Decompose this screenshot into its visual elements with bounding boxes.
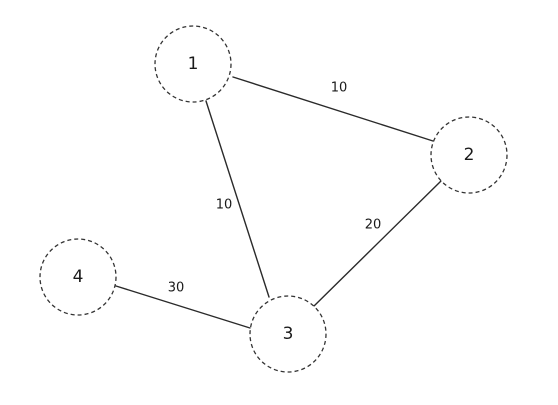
node-4-label: 4	[73, 267, 84, 287]
node-2-label: 2	[464, 145, 475, 165]
node-1-circle	[154, 25, 232, 103]
edge-label-2-3: 20	[365, 218, 382, 233]
node-3-label: 3	[283, 324, 294, 344]
node-3[interactable]: 3	[249, 295, 327, 373]
node-4-circle	[39, 238, 117, 316]
edge-1-2	[232, 76, 434, 142]
edge-label-1-3: 10	[216, 198, 233, 213]
edge-label-4-3: 30	[168, 281, 185, 296]
edges	[115, 76, 442, 329]
edge-label-1-2: 10	[331, 81, 348, 96]
edge-labels: 10 10 20 30	[168, 81, 382, 296]
node-2-circle	[430, 116, 508, 194]
node-3-circle	[249, 295, 327, 373]
node-1-label: 1	[188, 54, 199, 74]
edge-4-3	[115, 285, 251, 329]
node-4[interactable]: 4	[39, 238, 117, 316]
edge-2-3	[312, 180, 442, 308]
edge-1-3	[205, 100, 270, 298]
node-2[interactable]: 2	[430, 116, 508, 194]
node-1[interactable]: 1	[154, 25, 232, 103]
